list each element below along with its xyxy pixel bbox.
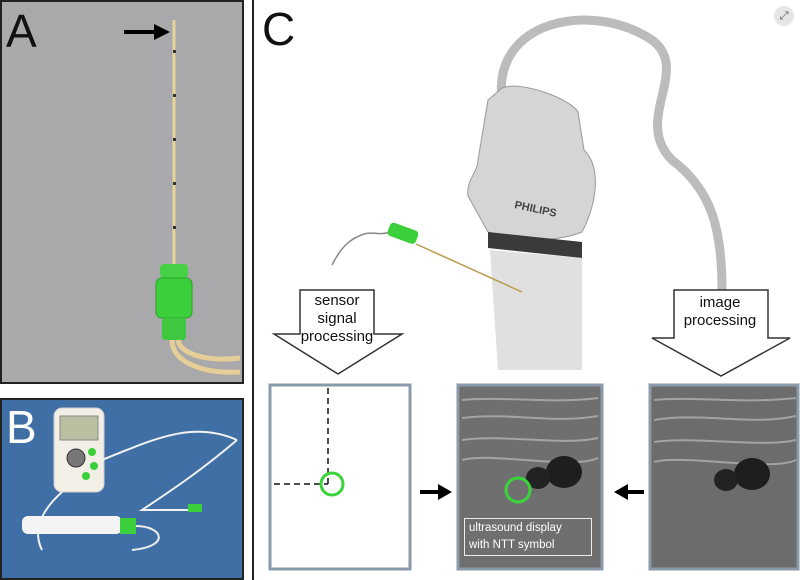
caption-line2: with NTT symbol	[469, 539, 555, 551]
sensor-label: sensor signal processing	[300, 292, 374, 346]
image-label-line2: processing	[683, 312, 757, 329]
panel-b: B	[0, 398, 244, 580]
ultrasound-beam	[490, 250, 582, 370]
image-arrow	[651, 289, 791, 377]
device-photo	[2, 400, 242, 578]
ultrasound-caption: ultrasound display with NTT symbol	[464, 518, 592, 556]
extension-tube	[169, 339, 241, 375]
ntt-symbol-ultrasound	[504, 476, 532, 504]
controller-knob	[66, 448, 86, 468]
sensor-label-line2: signal	[317, 310, 357, 327]
panel-c-drawing: PHILIPS	[268, 15, 800, 571]
needle-hub-top	[160, 264, 188, 278]
pointer-arrow-head	[154, 24, 170, 40]
needle-hub-base	[162, 318, 186, 340]
probe-tip	[488, 232, 582, 258]
ultrasound-probe	[467, 85, 596, 240]
probe-cable	[496, 15, 727, 291]
sensor-arrow	[271, 289, 405, 375]
needle-wire	[331, 231, 391, 266]
needle-shaft-c	[415, 243, 523, 293]
cable-tube	[175, 339, 241, 362]
panel-a-label: A	[6, 5, 37, 57]
image-label-line1: image	[699, 294, 741, 311]
needle-hub	[155, 277, 193, 319]
processed-image	[648, 383, 800, 571]
sensor-label-line3: processing	[300, 328, 374, 345]
needle-photo	[124, 20, 241, 375]
needle-hub-c	[387, 222, 419, 244]
panel-c-label: C	[262, 3, 296, 55]
panel-b-label: B	[6, 401, 37, 453]
controller-screen	[59, 415, 99, 441]
needle-markings	[173, 50, 176, 229]
sensor-label-line1: sensor	[314, 292, 360, 309]
expand-icon[interactable]: ⤢	[774, 6, 794, 26]
sensor-box	[22, 516, 122, 534]
caption-line1: ultrasound display	[469, 522, 562, 534]
ntt-symbol-sensor	[319, 471, 345, 497]
panel-a: A	[0, 0, 244, 384]
right-arrow-head	[438, 484, 452, 500]
image-label: image processing	[672, 294, 768, 330]
left-arrow-head	[614, 484, 628, 500]
